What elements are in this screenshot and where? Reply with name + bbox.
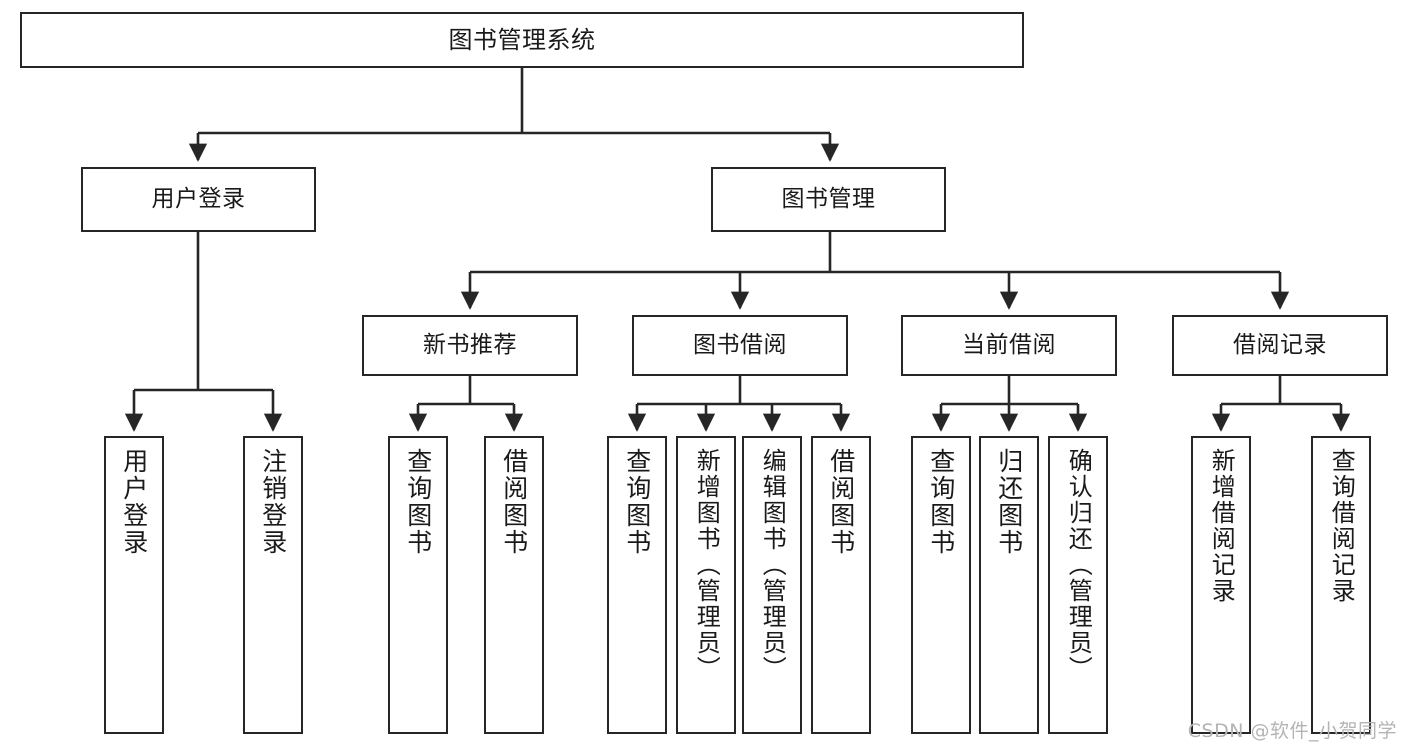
node-book-borrow-label: 图书借阅 (693, 331, 787, 358)
leaf-query-borrow-record-label: 查询借阅记录 (1327, 448, 1356, 604)
node-borrow-record[interactable]: 借阅记录 (1172, 315, 1388, 376)
node-book-manage-label: 图书管理 (781, 185, 876, 212)
node-new-book-recommend-label: 新书推荐 (423, 331, 517, 358)
node-current-borrow-label: 当前借阅 (962, 331, 1056, 358)
leaf-borrow-book-borrow-label: 借阅图书 (826, 448, 856, 556)
node-user-login-label: 用户登录 (151, 185, 246, 212)
node-current-borrow[interactable]: 当前借阅 (901, 315, 1117, 376)
node-book-borrow[interactable]: 图书借阅 (632, 315, 848, 376)
leaf-query-book-borrow[interactable]: 查询图书 (607, 436, 667, 734)
node-new-book-recommend[interactable]: 新书推荐 (362, 315, 578, 376)
node-borrow-record-label: 借阅记录 (1233, 331, 1327, 358)
leaf-query-book-current[interactable]: 查询图书 (911, 436, 971, 734)
leaf-query-borrow-record[interactable]: 查询借阅记录 (1311, 436, 1371, 734)
leaf-return-book[interactable]: 归还图书 (979, 436, 1039, 734)
leaf-query-book-current-label: 查询图书 (926, 448, 956, 556)
leaf-add-borrow-record-label: 新增借阅记录 (1207, 448, 1236, 604)
node-root-system-label: 图书管理系统 (448, 25, 596, 54)
node-root-system[interactable]: 图书管理系统 (20, 12, 1024, 68)
leaf-borrow-book-recommend-label: 借阅图书 (499, 448, 529, 556)
leaf-borrow-book-recommend[interactable]: 借阅图书 (484, 436, 544, 734)
leaf-query-book-recommend[interactable]: 查询图书 (388, 436, 448, 734)
leaf-add-borrow-record[interactable]: 新增借阅记录 (1191, 436, 1251, 734)
leaf-add-book-admin[interactable]: 新增图书（管理员） (676, 436, 736, 734)
leaf-query-book-borrow-label: 查询图书 (622, 448, 652, 556)
leaf-user-login[interactable]: 用户登录 (104, 436, 164, 734)
leaf-return-book-label: 归还图书 (994, 448, 1024, 556)
leaf-add-book-admin-label: 新增图书（管理员） (692, 448, 721, 682)
leaf-borrow-book-borrow[interactable]: 借阅图书 (811, 436, 871, 734)
leaf-user-login-label: 用户登录 (119, 448, 149, 556)
node-book-manage[interactable]: 图书管理 (711, 167, 946, 232)
leaf-logout-login-label: 注销登录 (258, 448, 288, 556)
leaf-query-book-recommend-label: 查询图书 (403, 448, 433, 556)
node-user-login[interactable]: 用户登录 (81, 167, 316, 232)
csdn-watermark: CSDN @软件_小贺同学 (1187, 720, 1397, 742)
leaf-logout-login[interactable]: 注销登录 (243, 436, 303, 734)
leaf-edit-book-admin[interactable]: 编辑图书（管理员） (742, 436, 802, 734)
leaf-confirm-return-admin-label: 确认归还（管理员） (1064, 448, 1093, 682)
leaf-edit-book-admin-label: 编辑图书（管理员） (758, 448, 787, 682)
leaf-confirm-return-admin[interactable]: 确认归还（管理员） (1048, 436, 1108, 734)
